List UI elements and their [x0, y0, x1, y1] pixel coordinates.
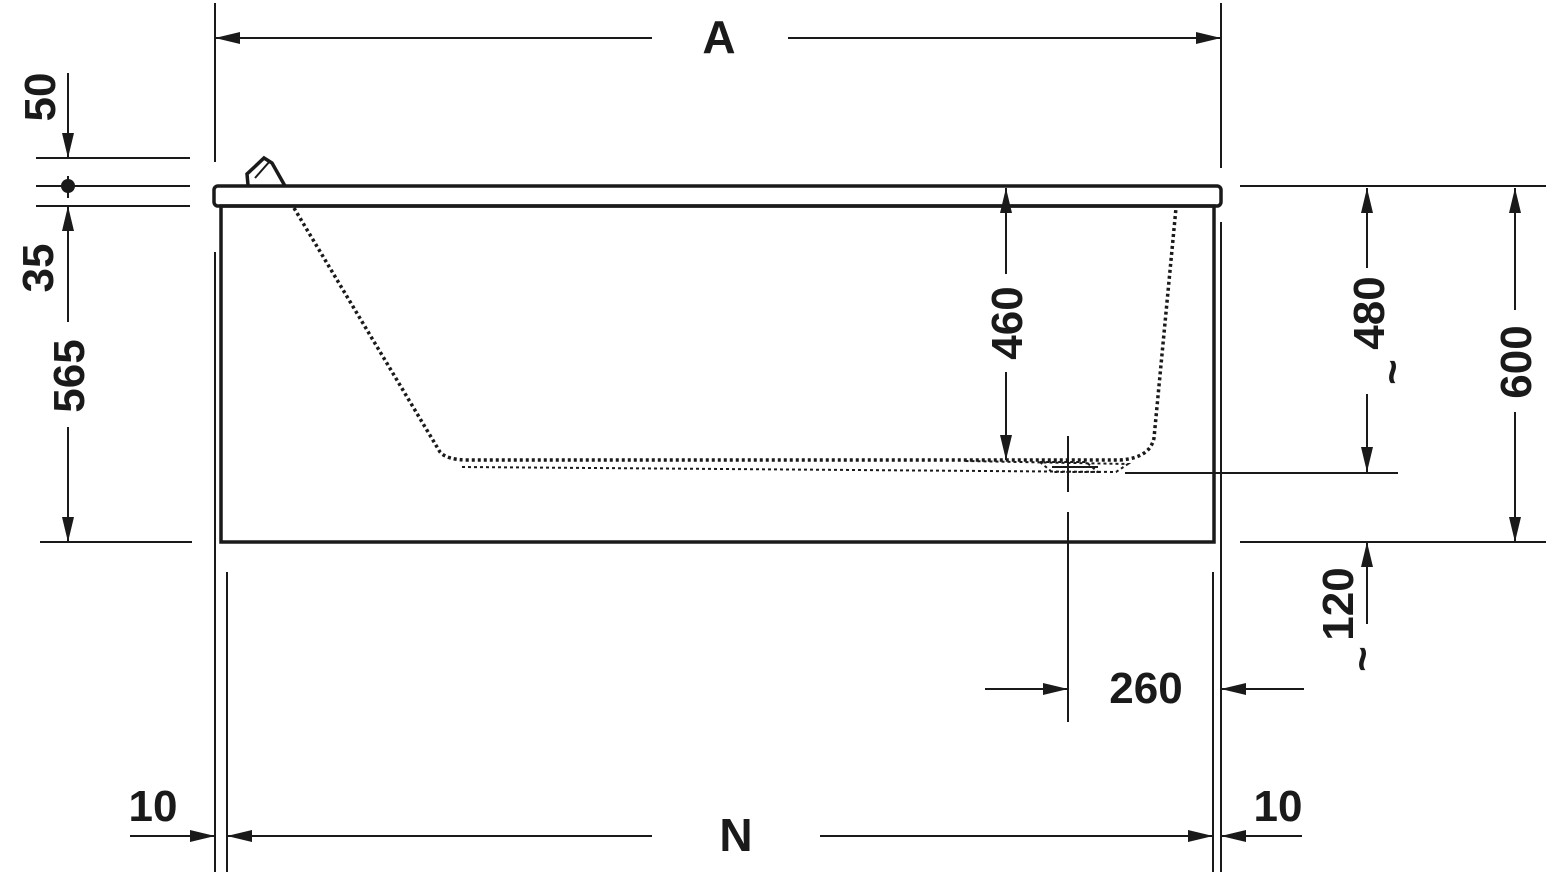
dimension-480: 480 ~: [1345, 188, 1417, 472]
dimension-10-right: 10: [1221, 782, 1302, 842]
dimension-120: 120 ~: [1314, 542, 1387, 672]
dimension-460: 460: [983, 188, 1032, 460]
dimension-600: 600: [1492, 188, 1541, 542]
bathtub-outline: [212, 155, 1223, 544]
inner-basin-profile: [292, 207, 1178, 462]
label-120: 120: [1314, 567, 1363, 640]
label-480: 480: [1345, 276, 1394, 349]
label-10-left: 10: [129, 782, 178, 831]
label-460: 460: [983, 286, 1032, 359]
approx-sign-480: ~: [1368, 359, 1417, 385]
dimension-35-565: 35 565: [14, 206, 94, 542]
label-35: 35: [14, 244, 63, 293]
dimension-50: 50: [16, 73, 75, 198]
label-600: 600: [1492, 325, 1541, 398]
dimension-a: A: [215, 11, 1221, 63]
overflow-fitting: [245, 155, 287, 187]
label-50: 50: [16, 73, 65, 122]
dimension-260: 260: [985, 664, 1304, 713]
label-260: 260: [1109, 664, 1182, 713]
dimension-10-left: 10: [129, 782, 215, 842]
approx-sign-120: ~: [1338, 646, 1387, 672]
label-a: A: [702, 11, 735, 63]
basin-floor-profile: [461, 460, 1132, 474]
drain-fitting: [1037, 461, 1101, 473]
label-n: N: [719, 809, 752, 861]
label-565: 565: [45, 339, 94, 412]
extension-lines: [36, 3, 1546, 872]
label-10-right: 10: [1254, 782, 1303, 831]
dimension-n: N: [227, 809, 1213, 861]
